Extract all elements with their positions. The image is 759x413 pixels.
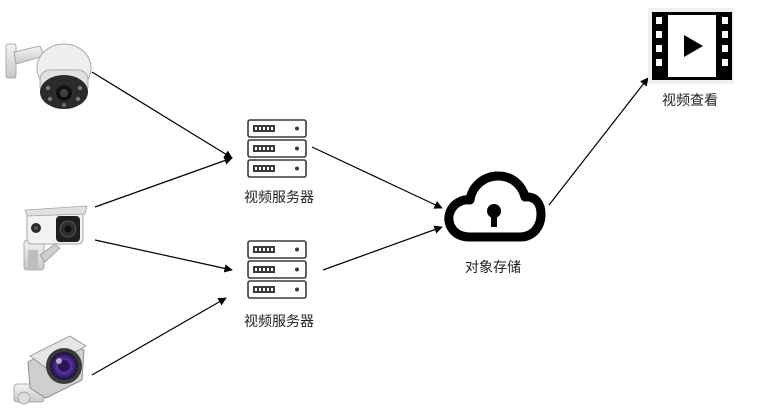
edge-camera2-server-bottom [94, 239, 233, 273]
edge-storage-viewer [548, 77, 649, 206]
play-icon [684, 35, 703, 57]
edge-camera3-server-bottom [91, 297, 227, 376]
edge-server-bottom-storage [322, 225, 443, 271]
box-camera-icon [13, 335, 87, 405]
edge-camera2-server-top [94, 156, 233, 208]
server-top-label: 视频服务器 [244, 190, 314, 206]
video-film-icon [648, 8, 734, 84]
edges [91, 71, 649, 376]
cloud-lock-icon [444, 171, 546, 242]
server-top-icon [247, 119, 307, 178]
edge-camera1-server-top [91, 71, 233, 159]
server-bottom-label: 视频服务器 [244, 314, 314, 330]
storage-label: 对象存储 [465, 260, 521, 276]
viewer-label: 视频查看 [662, 93, 718, 109]
server-bottom-icon [247, 240, 307, 299]
ptz-dome-camera-icon [5, 43, 92, 109]
edge-server-top-storage [311, 146, 443, 209]
bullet-camera-icon [23, 205, 88, 271]
